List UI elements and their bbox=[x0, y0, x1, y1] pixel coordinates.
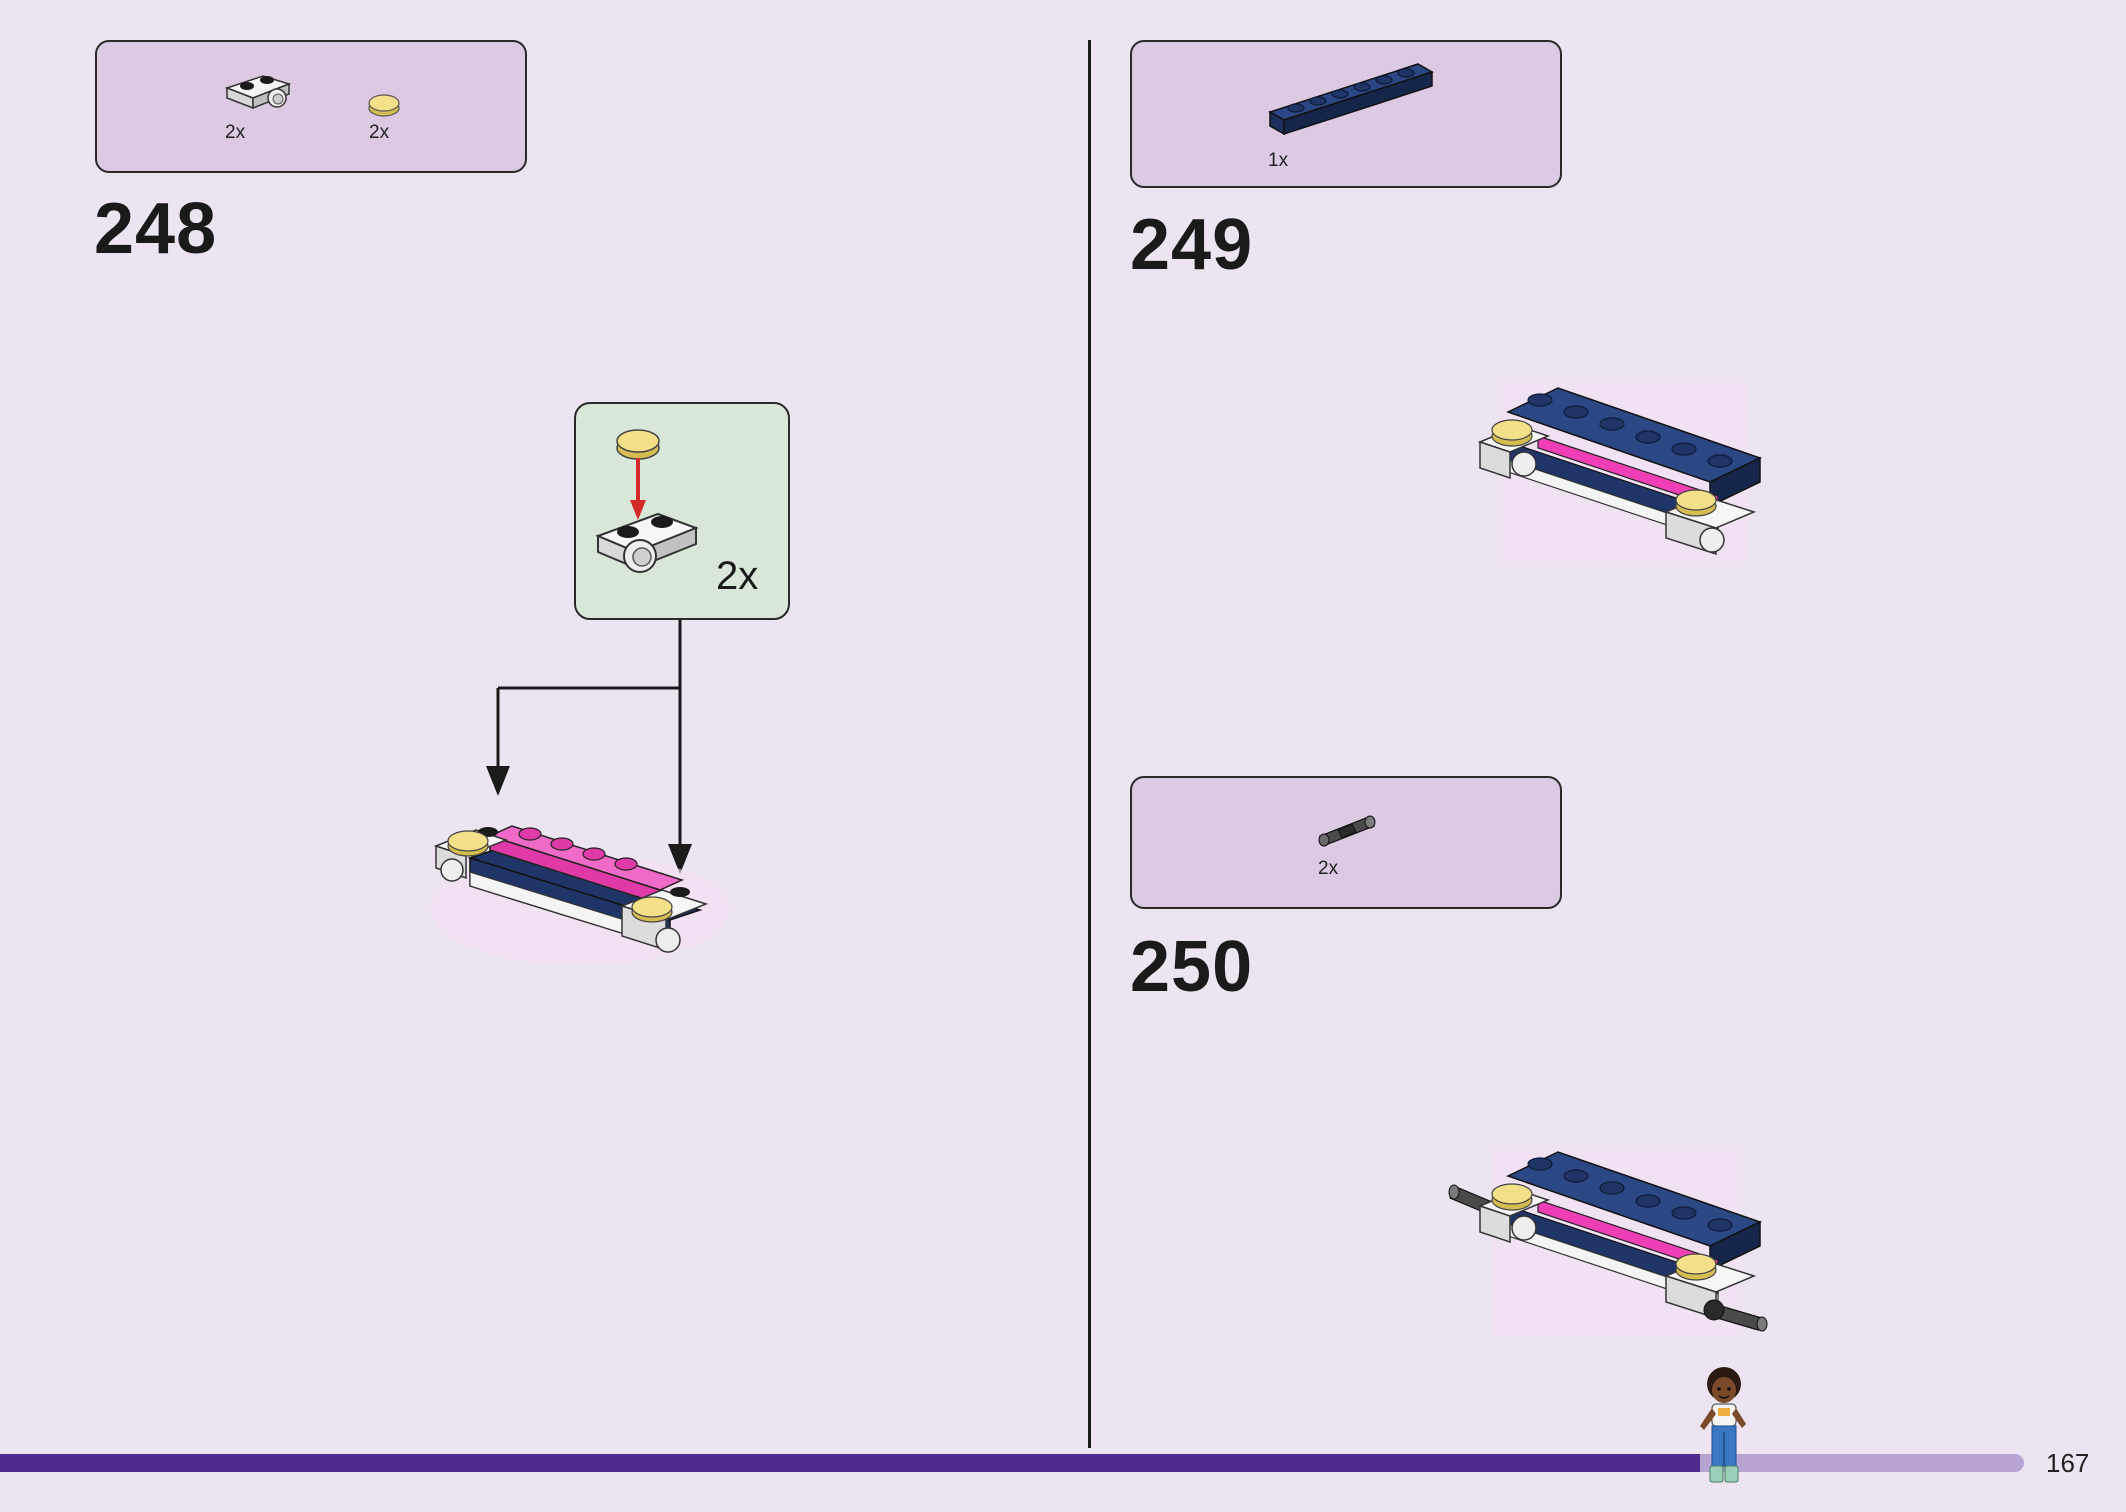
parts-list-step-249: 1x bbox=[1130, 40, 1562, 188]
step-number-248: 248 bbox=[94, 189, 218, 269]
navy-plate-1x6-icon bbox=[1268, 63, 1434, 136]
step-250-part-1-qty: 2x bbox=[1318, 858, 1339, 879]
step-248-part-2-qty: 2x bbox=[369, 122, 390, 143]
step-number-249: 249 bbox=[1130, 205, 1254, 285]
step-250-model-illustration bbox=[1448, 1146, 1768, 1336]
step-number-250: 250 bbox=[1130, 927, 1254, 1007]
yellow-round-tile-icon bbox=[368, 94, 400, 117]
parts-list-step-250: 2x bbox=[1130, 776, 1562, 909]
subassembly-tile-on-plate-illustration bbox=[595, 429, 699, 573]
callout-placement-arrows bbox=[486, 620, 692, 874]
minifigure-character-icon bbox=[1700, 1367, 1746, 1483]
step-249-part-1-qty: 1x bbox=[1268, 150, 1289, 171]
step-249-model-illustration bbox=[1477, 382, 1762, 562]
black-axle-pin-icon bbox=[1318, 815, 1376, 847]
callout-qty: 2x bbox=[716, 554, 759, 598]
parts-list-step-248: 2x 2x bbox=[95, 40, 527, 173]
step-248-part-1-qty: 2x bbox=[225, 122, 246, 143]
page-divider bbox=[1088, 40, 1091, 1448]
white-plate-with-pin-hole-icon bbox=[224, 75, 292, 110]
progress-bar-fill bbox=[0, 1454, 1700, 1472]
subassembly-callout: 2x bbox=[574, 402, 790, 620]
page-number: 167 bbox=[2046, 1448, 2090, 1478]
step-248-model-illustration bbox=[430, 825, 730, 965]
